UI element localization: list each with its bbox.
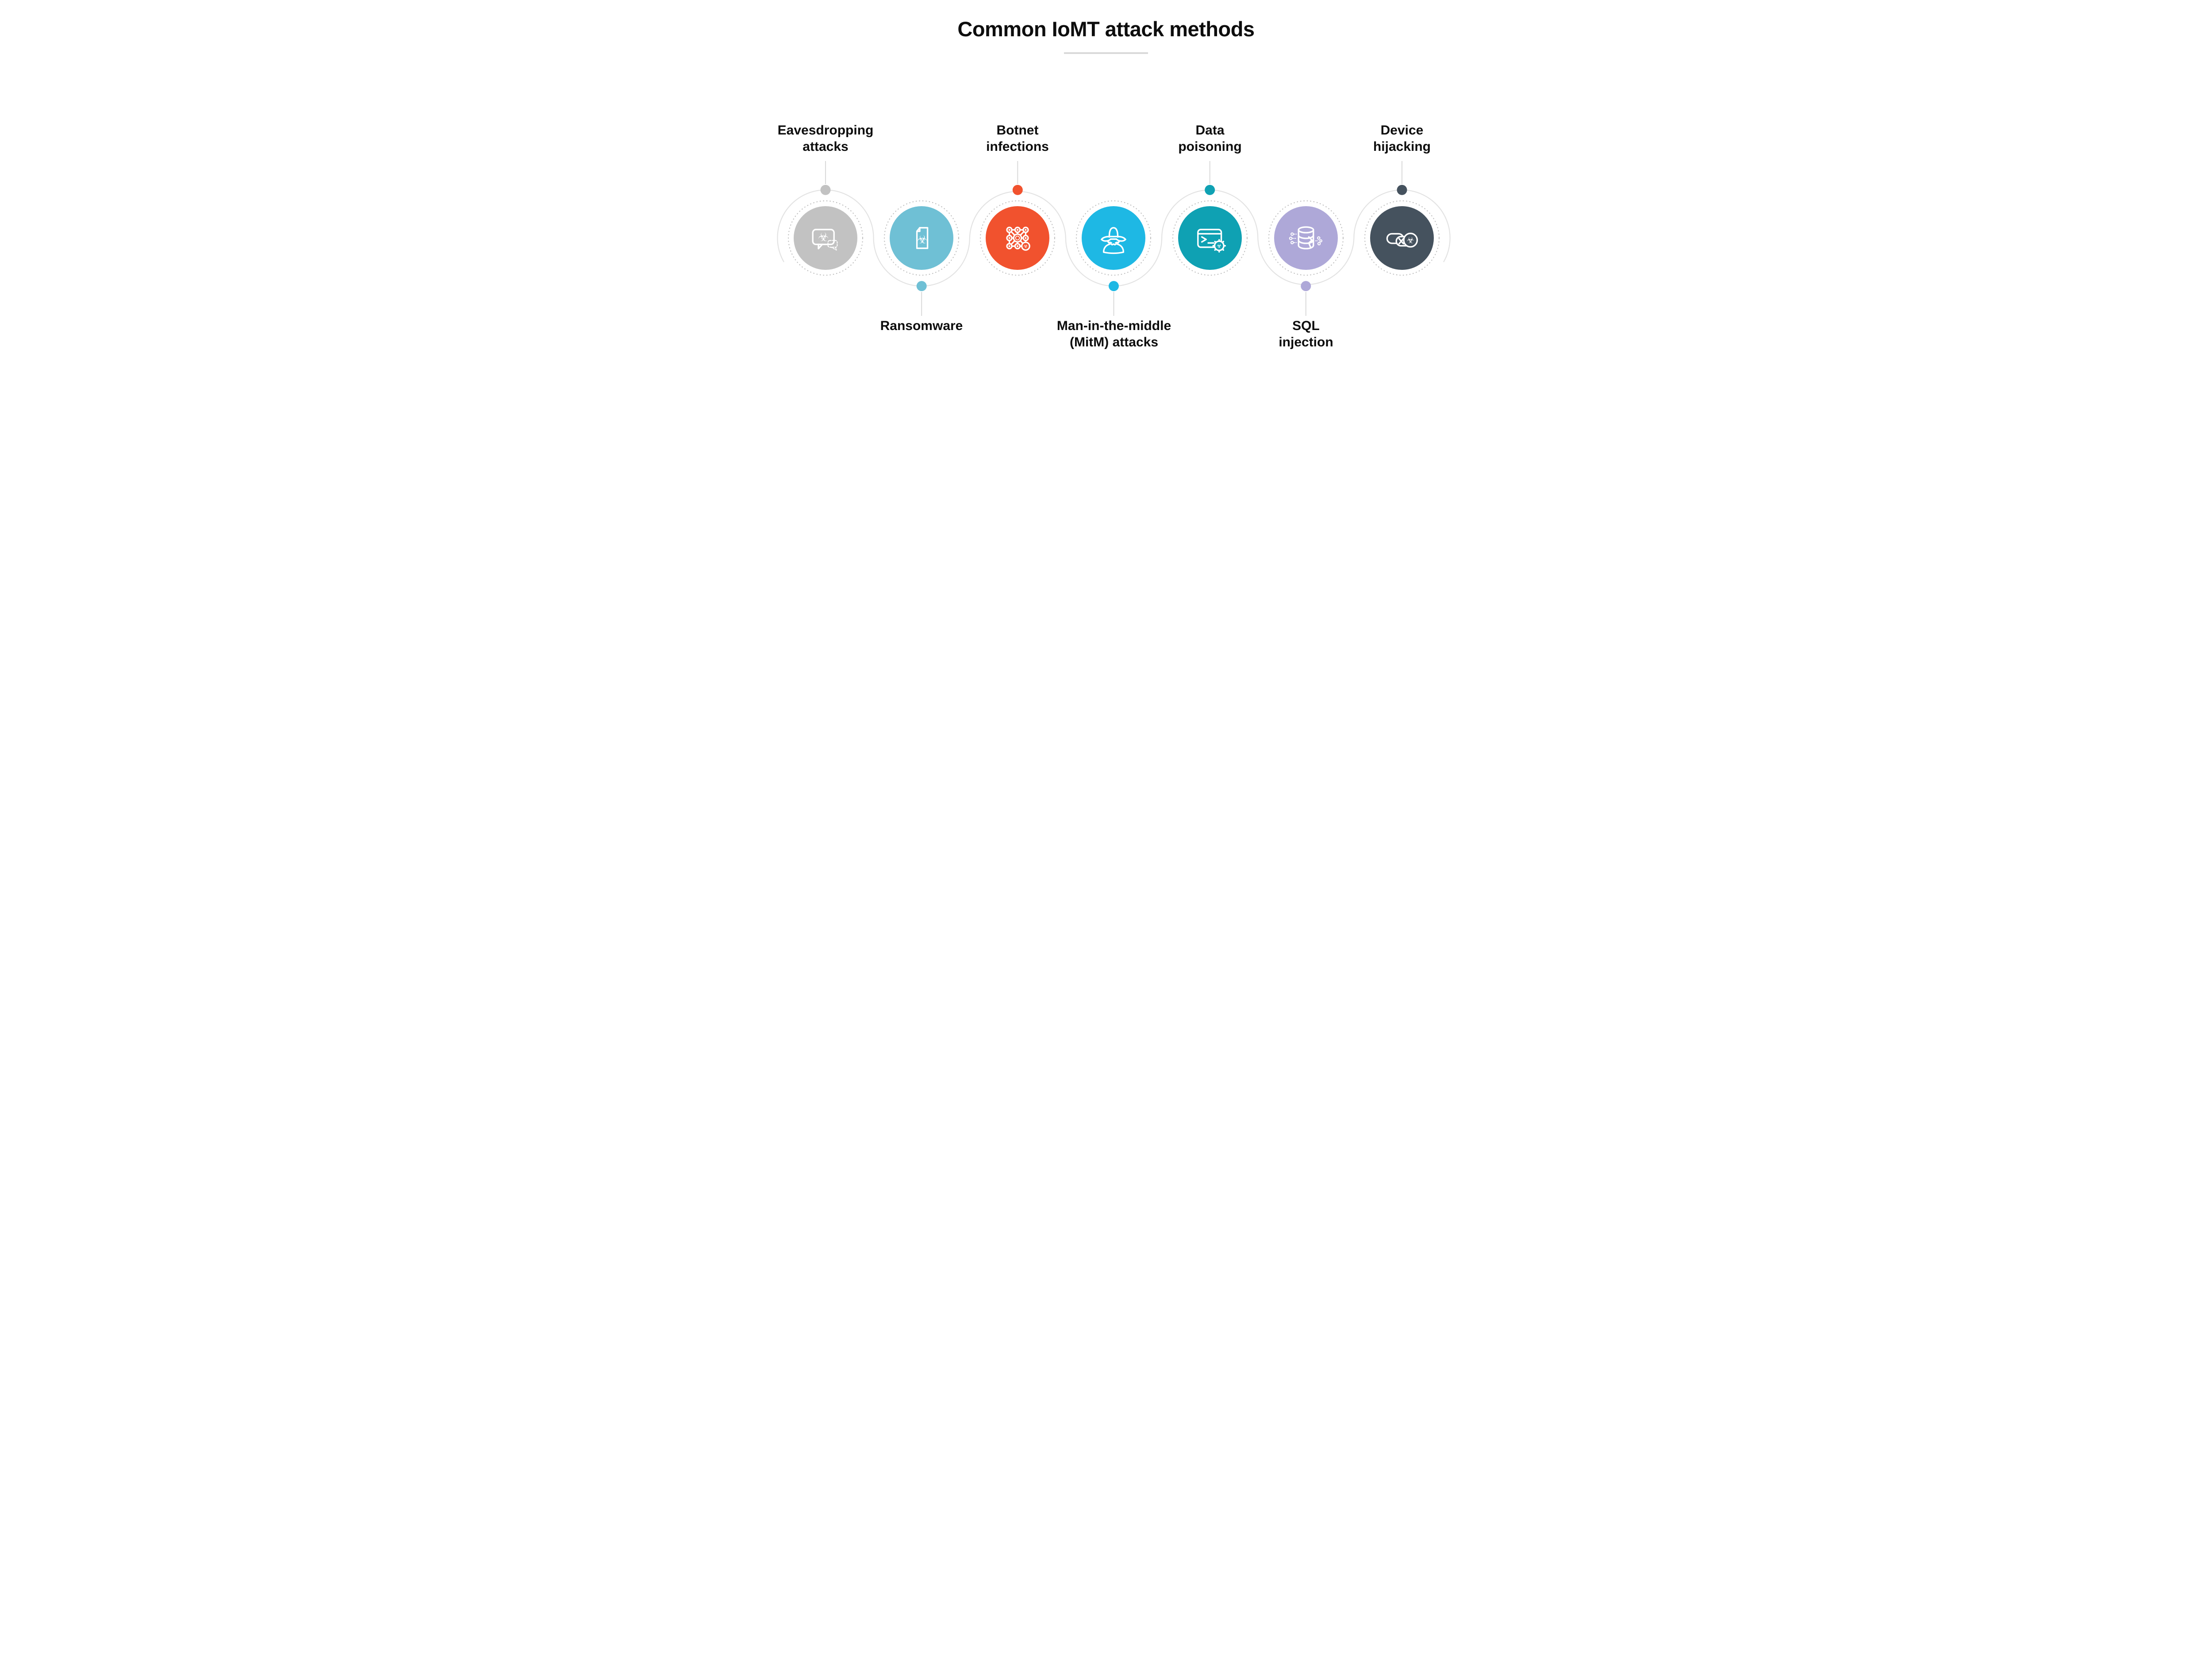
badge-device-hijacking: ☣ (1364, 200, 1440, 276)
broken-chain-biohazard-icon: ☣ (1386, 232, 1418, 248)
badge-data-poisoning: ☣ (1172, 200, 1248, 276)
dotted-ring (788, 200, 863, 276)
title-underline-bar (1064, 52, 1148, 54)
connector-dot (1301, 281, 1311, 292)
svg-text:☣: ☣ (1023, 243, 1028, 249)
connector-dot (1109, 281, 1119, 292)
svg-text:☣: ☣ (1407, 235, 1414, 246)
badge-circle (1178, 206, 1242, 270)
badge-sql-injection (1268, 200, 1344, 276)
badge-circle (794, 206, 857, 270)
connector-dot (1397, 184, 1407, 195)
connector-dot (1205, 184, 1215, 195)
connector-dot (916, 281, 927, 292)
page-title: Common IoMT attack methods (957, 17, 1255, 41)
dotted-ring (980, 200, 1055, 276)
badge-circle (1082, 206, 1145, 270)
terminal-malware-gear-icon: ☣ (1197, 229, 1226, 253)
item-label-mitm: Man-in-the-middle (MitM) attacks (1056, 319, 1171, 349)
wave-layer (777, 161, 1451, 316)
dotted-ring (1172, 200, 1248, 276)
dotted-ring (1076, 200, 1151, 276)
biohazard-speech-bubble-icon: ☣ (812, 229, 838, 251)
dotted-ring (1364, 200, 1440, 276)
badge-eavesdropping: ☣ (788, 200, 863, 276)
infected-document-icon: ☣ (916, 227, 929, 249)
svg-text:☣: ☣ (1217, 242, 1222, 250)
svg-text:☣: ☣ (917, 233, 927, 246)
item-label-sql-injection: SQL injection (1279, 319, 1333, 349)
infographic-canvas: Common IoMT attack methods Eavesdropping… (752, 0, 1460, 398)
connector-dot (820, 184, 831, 195)
badge-circle (890, 206, 953, 270)
item-label-data-poisoning: Data poisoning (1178, 123, 1242, 154)
connector-dot (1012, 184, 1023, 195)
badge-mitm (1076, 200, 1151, 276)
badge-ransomware: ☣ (884, 200, 959, 276)
badge-botnet: ☣ (980, 200, 1055, 276)
cracked-database-icon (1289, 226, 1323, 250)
spy-icon (1101, 227, 1126, 254)
item-label-ransomware: Ransomware (880, 319, 963, 333)
dotted-ring (884, 200, 959, 276)
item-label-device-hijacking: Device hijacking (1373, 123, 1431, 154)
dotted-ring (1268, 200, 1344, 276)
item-label-eavesdropping: Eavesdropping attacks (777, 123, 874, 154)
svg-text:☣: ☣ (818, 230, 829, 244)
botnet-network-gear-icon: ☣ (1006, 227, 1030, 251)
item-label-botnet: Botnet infections (986, 123, 1049, 154)
